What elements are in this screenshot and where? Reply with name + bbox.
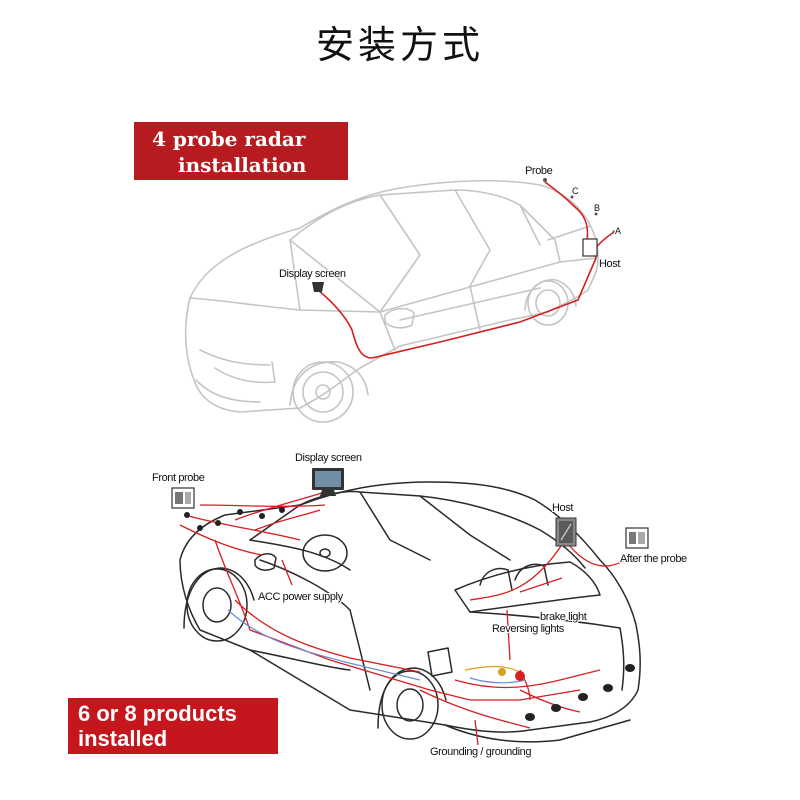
label-c: C bbox=[572, 186, 579, 196]
banner-6-8-line1: 6 or 8 products bbox=[78, 701, 237, 726]
label-acc-power: ACC power supply bbox=[258, 591, 343, 603]
label-host-bottom: Host bbox=[552, 502, 574, 514]
after-probe-icon bbox=[625, 527, 649, 549]
banner-6-8-line2: installed bbox=[78, 726, 168, 751]
host-icon-bottom bbox=[555, 517, 577, 547]
label-a: A bbox=[615, 226, 621, 236]
label-after-probe: After the probe bbox=[620, 553, 687, 565]
label-grounding: Grounding / grounding bbox=[430, 746, 532, 758]
host-box-top bbox=[582, 238, 598, 257]
banner-4-probe-line2: installation bbox=[178, 153, 307, 177]
label-b: B bbox=[594, 203, 600, 213]
label-display-screen-top: Display screen bbox=[279, 268, 346, 280]
car-body-outline-bottom bbox=[179, 481, 641, 733]
label-probe: Probe bbox=[525, 165, 553, 177]
banner-4-probe: 4 probe radar installation bbox=[134, 122, 348, 180]
car-body-outline bbox=[184, 179, 599, 413]
banner-6-8-products: 6 or 8 products installed bbox=[68, 698, 278, 754]
label-brake-light: brake light bbox=[540, 611, 587, 623]
label-reversing-lights: Reversing lights bbox=[492, 623, 564, 635]
banner-4-probe-line1: 4 probe radar bbox=[152, 127, 306, 151]
label-host-top: Host bbox=[599, 258, 621, 270]
wire-display-to-host bbox=[317, 249, 597, 359]
label-display-screen-bottom: Display screen bbox=[295, 452, 362, 464]
display-screen-icon-bottom bbox=[312, 468, 344, 496]
page-title: 安装方式 bbox=[315, 23, 484, 67]
display-screen-icon-top bbox=[312, 282, 324, 292]
front-probe-icon bbox=[171, 487, 195, 509]
label-front-probe: Front probe bbox=[152, 472, 205, 484]
